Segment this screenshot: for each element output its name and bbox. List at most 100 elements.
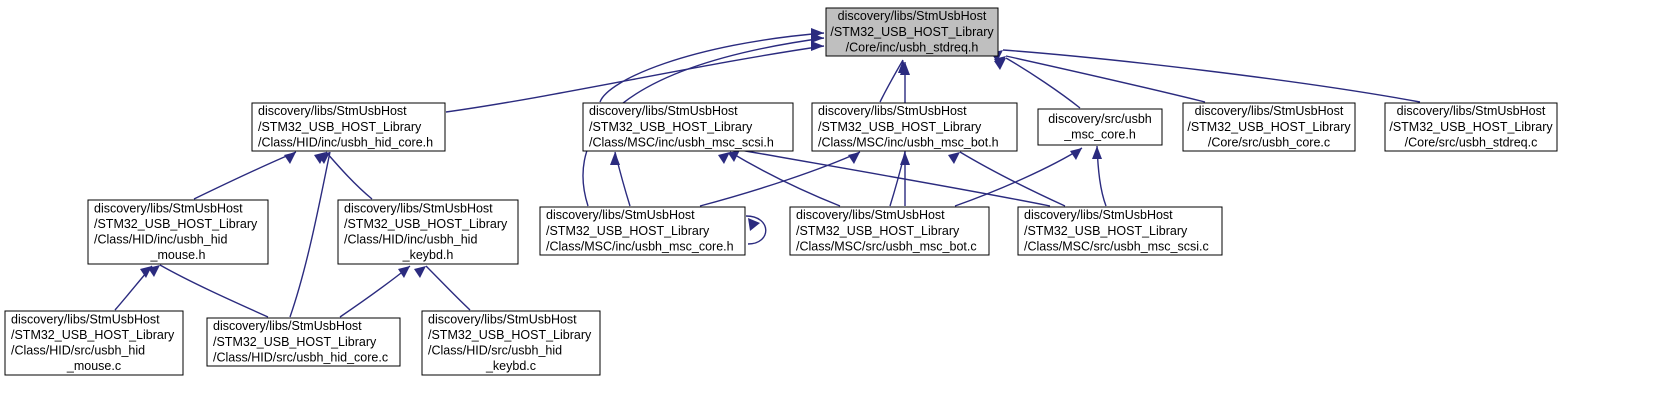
graph-node-usbh-msc-scsi-h[interactable]: discovery/libs/StmUsbHost/STM32_USB_HOST… [582, 102, 794, 152]
node-box[interactable] [1182, 102, 1356, 152]
graph-edge [954, 147, 1083, 207]
node-layer: discovery/libs/StmUsbHost/STM32_USB_HOST… [4, 7, 1558, 376]
node-label-line: _keybd.h [402, 248, 454, 262]
node-label-line: discovery/src/usbh [1048, 112, 1152, 126]
graph-node-usbh-hid-keybd-c[interactable]: discovery/libs/StmUsbHost/STM32_USB_HOST… [421, 310, 601, 376]
node-box[interactable] [206, 317, 401, 367]
node-label-line: /STM32_USB_HOST_Library [258, 120, 422, 134]
node-box[interactable] [1384, 102, 1558, 152]
node-label-line: /Class/MSC/inc/usbh_msc_bot.h [818, 135, 999, 149]
node-box[interactable] [251, 102, 446, 152]
node-label-line: /STM32_USB_HOST_Library [428, 328, 592, 342]
node-label-line: discovery/libs/StmUsbHost [213, 319, 362, 333]
node-label-line: /Class/HID/inc/usbh_hid_core.h [258, 135, 433, 149]
node-box[interactable] [1017, 206, 1223, 256]
node-label-line: /STM32_USB_HOST_Library [1389, 120, 1553, 134]
node-label-line: /Core/inc/usbh_stdreq.h [846, 40, 979, 54]
node-label-line: /STM32_USB_HOST_Library [94, 217, 258, 231]
node-label-line: /STM32_USB_HOST_Library [830, 25, 994, 39]
graph-edge [114, 265, 153, 311]
graph-edge [991, 49, 1421, 103]
graph-node-usbh-hid-core-h[interactable]: discovery/libs/StmUsbHost/STM32_USB_HOST… [251, 102, 446, 152]
node-label-line: /Core/src/usbh_stdreq.c [1405, 135, 1538, 149]
graph-edge [994, 57, 1081, 109]
node-label-line: /Class/MSC/src/usbh_msc_bot.c [796, 239, 977, 253]
node-label-line: /STM32_USB_HOST_Library [1187, 120, 1351, 134]
edge-arrowhead [811, 33, 824, 43]
graph-edge [148, 264, 269, 318]
edge-arrowhead [398, 266, 410, 278]
graph-edge [445, 41, 825, 113]
node-box[interactable] [337, 199, 519, 265]
node-label-line: /Class/HID/src/usbh_hid_core.c [213, 350, 388, 364]
edge-arrowhead [610, 152, 620, 165]
node-label-line: _mouse.c [66, 359, 121, 373]
node-label-line: discovery/libs/StmUsbHost [344, 201, 493, 215]
graph-node-usbh-msc-core-h-src[interactable]: discovery/src/usbh _msc_core.h [1037, 108, 1163, 146]
node-label-line: _mouse.h [150, 248, 206, 262]
node-label-line: discovery/libs/StmUsbHost [589, 104, 738, 118]
graph-node-usbh-stdreq-c[interactable]: discovery/libs/StmUsbHost/STM32_USB_HOST… [1384, 102, 1558, 152]
node-label-line: discovery/libs/StmUsbHost [1195, 104, 1344, 118]
edge-arrowhead [1092, 146, 1102, 159]
node-label-line: discovery/libs/StmUsbHost [818, 104, 967, 118]
graph-node-usbh-hid-mouse-c[interactable]: discovery/libs/StmUsbHost/STM32_USB_HOST… [4, 310, 184, 376]
graph-node-usbh-msc-bot-h[interactable]: discovery/libs/StmUsbHost/STM32_USB_HOST… [811, 102, 1018, 152]
edge-arrowhead [1070, 148, 1082, 160]
node-label-line: discovery/libs/StmUsbHost [838, 9, 987, 23]
node-label-line: discovery/libs/StmUsbHost [258, 104, 407, 118]
edge-arrowhead [414, 266, 426, 278]
graph-edge [718, 151, 841, 207]
node-label-line: /Class/MSC/inc/usbh_msc_scsi.h [589, 135, 774, 149]
node-box[interactable] [811, 102, 1018, 152]
node-label-line: _keybd.c [485, 359, 536, 373]
graph-node-usbh-hid-core-c[interactable]: discovery/libs/StmUsbHost/STM32_USB_HOST… [206, 317, 401, 367]
graph-edge [699, 151, 861, 207]
edge-arrowhead [900, 152, 910, 165]
node-box[interactable] [1037, 108, 1163, 146]
node-label-line: discovery/libs/StmUsbHost [11, 312, 160, 326]
graph-edge [193, 151, 297, 200]
node-label-line: /Class/HID/src/usbh_hid [11, 344, 145, 358]
graph-node-usbh-msc-core-h[interactable]: discovery/libs/StmUsbHost/STM32_USB_HOST… [539, 206, 746, 256]
node-box[interactable] [582, 102, 794, 152]
edge-arrowhead [811, 41, 824, 51]
edge-arrowhead [900, 62, 910, 75]
graph-node-usbh-hid-keybd-h[interactable]: discovery/libs/StmUsbHost/STM32_USB_HOST… [337, 199, 519, 265]
edge-arrowhead [718, 152, 730, 164]
node-box[interactable] [87, 199, 269, 265]
node-label-line: /Class/MSC/src/usbh_msc_scsi.c [1024, 239, 1209, 253]
node-label-line: /Class/HID/inc/usbh_hid [94, 233, 227, 247]
node-label-line: /Class/HID/inc/usbh_hid [344, 233, 477, 247]
graph-node-usbh-msc-scsi-c[interactable]: discovery/libs/StmUsbHost/STM32_USB_HOST… [1017, 206, 1223, 256]
node-label-line: /STM32_USB_HOST_Library [818, 120, 982, 134]
graph-node-usbh-stdreq-h[interactable]: discovery/libs/StmUsbHost/STM32_USB_HOST… [825, 7, 999, 57]
node-label-line: /STM32_USB_HOST_Library [344, 217, 508, 231]
graph-edge [745, 215, 767, 245]
edge-layer [114, 28, 1421, 318]
node-box[interactable] [825, 7, 999, 57]
graph-edge [610, 151, 631, 207]
graph-edge [414, 265, 471, 311]
edge-arrowhead [948, 152, 960, 164]
node-label-line: discovery/libs/StmUsbHost [796, 208, 945, 222]
graph-node-usbh-hid-mouse-h[interactable]: discovery/libs/StmUsbHost/STM32_USB_HOST… [87, 199, 269, 265]
node-box[interactable] [789, 206, 990, 256]
graph-node-usbh-core-c[interactable]: discovery/libs/StmUsbHost/STM32_USB_HOST… [1182, 102, 1356, 152]
node-label-line: /Core/src/usbh_core.c [1208, 135, 1330, 149]
graph-edge [948, 151, 1066, 207]
node-label-line: discovery/libs/StmUsbHost [1397, 104, 1546, 118]
node-box[interactable] [539, 206, 746, 256]
node-label-line: discovery/libs/StmUsbHost [94, 201, 243, 215]
graph-edge [728, 149, 1051, 207]
graph-node-usbh-msc-bot-c[interactable]: discovery/libs/StmUsbHost/STM32_USB_HOST… [789, 206, 990, 256]
node-label-line: _msc_core.h [1063, 128, 1136, 142]
node-label-line: /Class/MSC/inc/usbh_msc_core.h [546, 239, 734, 253]
edge-arrowhead [318, 152, 330, 164]
node-label-line: /STM32_USB_HOST_Library [796, 224, 960, 238]
node-box[interactable] [421, 310, 601, 376]
node-box[interactable] [4, 310, 184, 376]
node-label-line: discovery/libs/StmUsbHost [428, 312, 577, 326]
